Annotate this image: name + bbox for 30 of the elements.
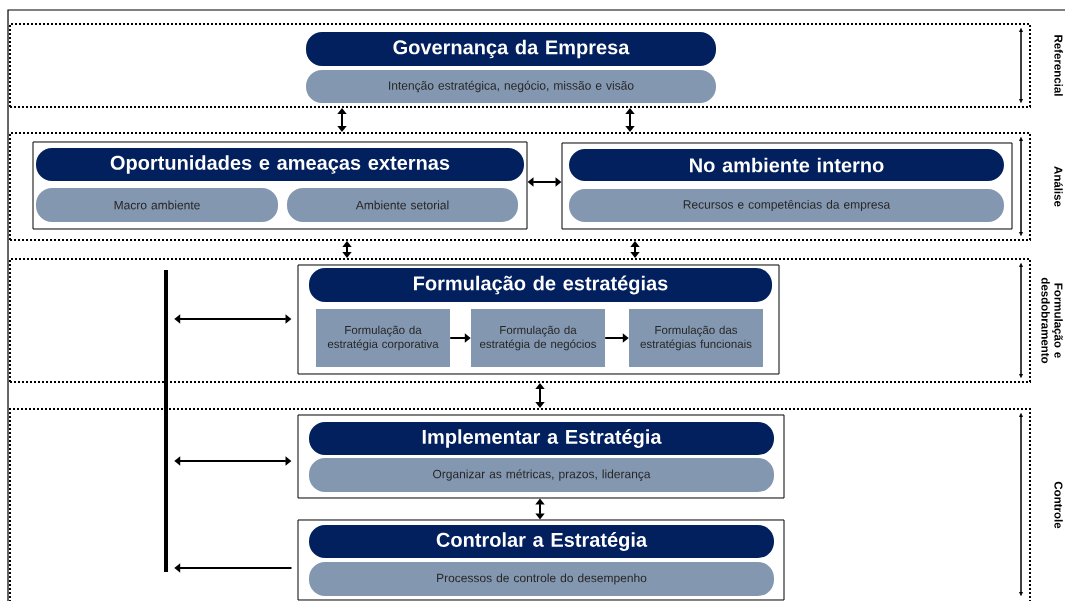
group-box (561, 142, 1013, 230)
group-box (32, 141, 528, 230)
arrow (337, 108, 347, 132)
subtitle-pill: Intenção estratégica, negócio, missão e visão (306, 70, 716, 103)
group-box (297, 414, 785, 499)
feedback-bar (164, 270, 168, 572)
step-box: Formulação da estratégia corporativa (316, 309, 450, 367)
arrow (625, 108, 635, 132)
arrow (630, 241, 640, 258)
subtitle-pill: Recursos e competências da empresa (569, 189, 1004, 222)
arrow (342, 241, 352, 258)
subtitle-pill: Organizar as métricas, prazos, liderança (309, 458, 774, 492)
group-box (297, 519, 785, 601)
title-pill: Controlar a Estratégia (309, 525, 774, 558)
title-pill: Implementar a Estratégia (309, 422, 774, 455)
title-pill: Governança da Empresa (306, 32, 716, 66)
node-label: Controle (1054, 481, 1063, 529)
subtitle-pill: Macro ambiente (36, 188, 278, 222)
node-label: Formulação e desdobramento (1041, 277, 1063, 364)
step-box: Formulação da estratégia de negócios (471, 309, 605, 367)
subtitle-pill: Processos de controle do desempenho (309, 562, 774, 596)
node-label: Referencial (1054, 35, 1063, 96)
subtitle-pill: Ambiente setorial (287, 188, 518, 222)
group-box (297, 264, 780, 375)
arrow (535, 383, 545, 408)
title-pill: Oportunidades e ameaças externas (36, 148, 524, 181)
node-label: Análise (1054, 166, 1063, 207)
title-pill: No ambiente interno (569, 149, 1004, 181)
title-pill: Formulação de estratégias (309, 268, 772, 302)
step-box: Formulação das estratégias funcionais (629, 309, 763, 367)
